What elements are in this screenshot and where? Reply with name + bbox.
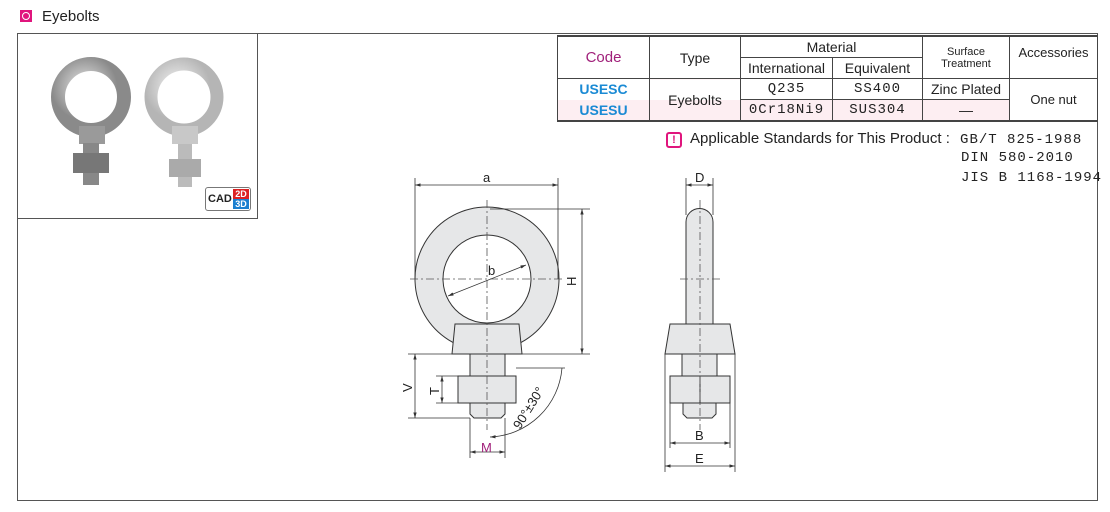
standards-note: ! Applicable Standards for This Product :… bbox=[666, 130, 1082, 148]
equivalent-cell: SUS304 bbox=[832, 99, 923, 122]
dim-M-label: M bbox=[481, 440, 492, 455]
dim-E-label: E bbox=[695, 451, 704, 466]
zinc-eyebolt-image bbox=[51, 57, 131, 185]
page-title: Eyebolts bbox=[42, 8, 100, 25]
title-marker-icon bbox=[20, 10, 32, 22]
international-cell: 0Cr18Ni9 bbox=[740, 99, 833, 122]
dim-b-label: b bbox=[488, 263, 495, 278]
standard-item: DIN 580-2010 bbox=[961, 150, 1074, 166]
cad-2d-label: 2D bbox=[233, 189, 249, 199]
standards-label: Applicable Standards for This Product : bbox=[690, 130, 950, 147]
standard-item: JIS B 1168-1994 bbox=[961, 170, 1103, 186]
dim-a-label: a bbox=[483, 170, 491, 185]
table-row: USESC Eyebolts Q235 SS400 Zinc Plated On… bbox=[557, 78, 1098, 122]
surface-cell: Zinc Plated bbox=[922, 78, 1010, 100]
header-surface: Surface Treatment bbox=[922, 35, 1010, 79]
dim-D-label: D bbox=[695, 170, 704, 185]
eyebolt-photos bbox=[51, 57, 224, 187]
front-view bbox=[414, 206, 560, 419]
code-cell: USESU bbox=[557, 99, 650, 122]
header-accessories: Accessories bbox=[1009, 35, 1098, 79]
product-photo-box bbox=[17, 33, 258, 219]
side-view bbox=[664, 208, 736, 419]
dim-T-label: T bbox=[427, 387, 442, 395]
dim-B-label: B bbox=[695, 428, 704, 443]
notice-icon: ! bbox=[666, 132, 682, 148]
cad-download-button[interactable]: CAD 2D 3D bbox=[205, 187, 251, 211]
accessories-cell: One nut bbox=[1009, 78, 1098, 122]
standard-item: GB/T 825-1988 bbox=[960, 132, 1083, 148]
dimension-lines bbox=[408, 178, 736, 472]
header-type: Type bbox=[649, 35, 741, 79]
cad-3d-label: 3D bbox=[233, 199, 249, 209]
spec-table: Code Type Material Surface Treatment Acc… bbox=[557, 35, 1098, 122]
stainless-eyebolt-image bbox=[144, 57, 224, 187]
type-cell: Eyebolts bbox=[649, 78, 741, 122]
product-frame bbox=[17, 33, 1098, 501]
cad-label: CAD bbox=[208, 193, 232, 205]
center-lines bbox=[410, 200, 720, 430]
surface-cell: — bbox=[922, 99, 1010, 122]
dim-H-label: H bbox=[564, 277, 579, 286]
international-cell: Q235 bbox=[740, 78, 833, 100]
equivalent-cell: SS400 bbox=[832, 78, 923, 100]
dim-V-label: V bbox=[400, 383, 415, 392]
